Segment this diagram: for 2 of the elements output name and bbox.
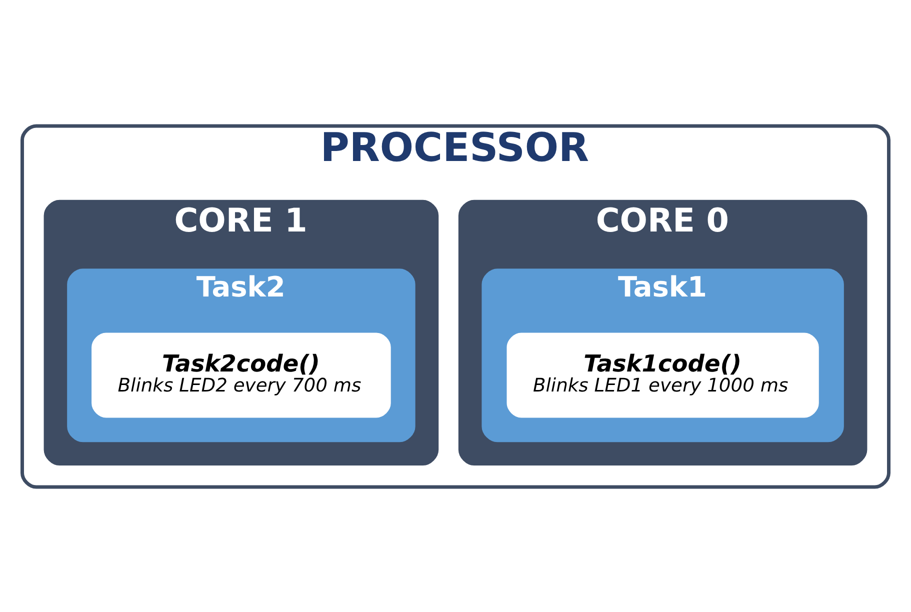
node-box: Task1code() Blinks LED1 every 1000 ms <box>506 332 819 418</box>
node-box: Task2code() Blinks LED2 every 700 ms <box>92 332 391 418</box>
